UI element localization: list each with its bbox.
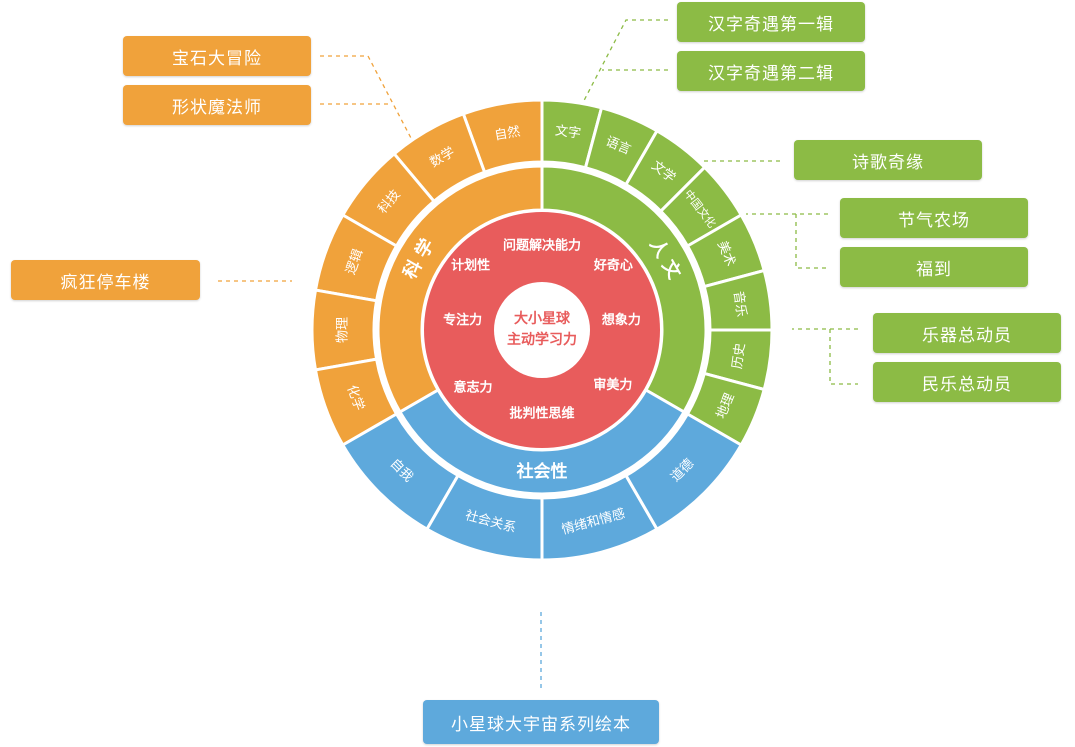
core-skill-label: 意志力 — [454, 379, 493, 395]
connector-hanzi1 — [577, 19, 668, 113]
book-folk-music[interactable]: 民乐总动员 — [873, 362, 1061, 402]
book-hanzi-vol1[interactable]: 汉字奇遇第一辑 — [677, 2, 865, 42]
connector-folk — [829, 329, 858, 385]
book-instruments[interactable]: 乐器总动员 — [873, 313, 1061, 353]
book-solar-farm[interactable]: 节气农场 — [840, 198, 1028, 238]
book-fortune[interactable]: 福到 — [840, 247, 1028, 287]
science-subject-segment — [313, 212, 399, 303]
social-subject-segment — [424, 473, 544, 562]
book-crazy-parking[interactable]: 疯狂停车楼 — [11, 260, 200, 300]
humanities-subject-label: 历史 — [730, 342, 748, 370]
social-domain-label: 社会性 — [516, 461, 568, 482]
center-disc — [494, 282, 590, 378]
science-subject-segment — [313, 357, 399, 448]
connector-fudao — [795, 214, 828, 269]
core-skill-label: 审美力 — [593, 377, 632, 393]
science-domain-segment — [376, 164, 544, 415]
core-skill-label: 批判性思维 — [509, 406, 574, 422]
connector-gem — [320, 55, 413, 141]
humanities-subject-label: 音乐 — [730, 290, 749, 318]
social-domain-segment — [397, 387, 687, 496]
book-poetry[interactable]: 诗歌奇缘 — [794, 140, 982, 180]
core-skill-label: 想象力 — [602, 312, 641, 328]
core-skill-label: 问题解决能力 — [503, 238, 581, 254]
book-hanzi-vol2[interactable]: 汉字奇遇第二辑 — [677, 51, 865, 91]
core-skill-label: 专注力 — [443, 312, 482, 328]
science-subject-label: 物理 — [336, 317, 351, 343]
book-shape-magician[interactable]: 形状魔法师 — [123, 85, 311, 125]
science-subject-segment — [340, 151, 437, 249]
book-series-title[interactable]: 小星球大宇宙系列绘本 — [423, 700, 659, 744]
social-subject-segment — [623, 411, 744, 532]
humanities-subject-label: 文字 — [554, 124, 582, 142]
science-subject-label: 自然 — [493, 123, 521, 143]
core-skill-label: 好奇心 — [593, 257, 633, 273]
humanities-domain-segment — [540, 164, 708, 415]
social-subject-segment — [340, 411, 461, 532]
center-title-line1: 大小星球 — [514, 310, 571, 327]
outer-ring: 自然数学科技逻辑物理化学文字语言文学中国文化美术音乐历史地理自我社会关系情绪和情… — [310, 98, 774, 562]
book-gem-adventure[interactable]: 宝石大冒险 — [123, 36, 311, 76]
center-title-line2: 主动学习力 — [507, 331, 577, 348]
domain-ring: 科 学人 文社会性 — [376, 164, 708, 496]
core-skill-label: 计划性 — [451, 257, 490, 273]
science-subject-segment — [310, 288, 379, 372]
connector-lines — [218, 19, 858, 692]
social-subject-segment — [540, 473, 660, 562]
